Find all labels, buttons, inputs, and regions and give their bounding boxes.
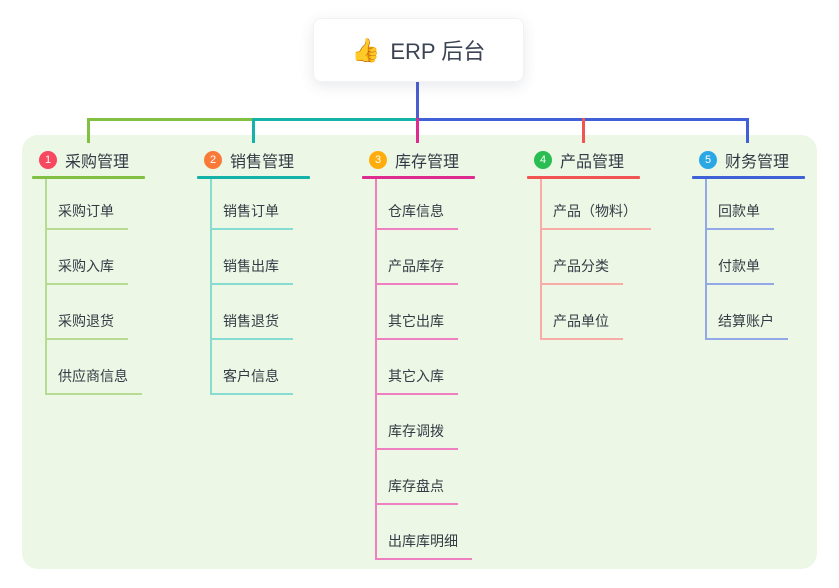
child-node[interactable]: 出库库明细: [377, 505, 472, 560]
branch-header[interactable]: 1 采购管理: [32, 143, 192, 176]
thumbs-up-icon: 👍: [351, 36, 381, 63]
branch-label: 库存管理: [395, 153, 460, 171]
branch-number-badge: 3: [369, 150, 387, 169]
child-node[interactable]: 回款单: [707, 179, 774, 230]
branch-number-badge: 5: [699, 150, 717, 169]
branch-children: 仓库信息产品库存其它出库其它入库库存调拨库存盘点出库库明细: [375, 179, 522, 560]
branch-label: 采购管理: [65, 153, 130, 171]
trunk-segment-green: [87, 118, 255, 121]
branches-panel: [22, 135, 817, 569]
child-node[interactable]: 产品分类: [542, 230, 623, 285]
branch-number-badge: 4: [534, 150, 552, 169]
branch-underline: [362, 176, 475, 179]
branch-header[interactable]: 3 库存管理: [362, 143, 522, 176]
trunk-segment-teal: [252, 118, 420, 121]
child-node[interactable]: 销售出库: [212, 230, 293, 285]
child-node[interactable]: 仓库信息: [377, 179, 458, 230]
root-node[interactable]: 👍 ERP 后台: [313, 18, 524, 82]
branch-label: 产品管理: [560, 153, 625, 171]
branch-column: 5 财务管理回款单付款单结算账户: [692, 143, 839, 340]
branch-drop-line: [416, 118, 419, 143]
branch-children: 产品（物料）产品分类产品单位: [540, 179, 687, 340]
branch-drop-line: [582, 118, 585, 143]
branch-underline: [692, 176, 805, 179]
child-node[interactable]: 采购退货: [47, 285, 128, 340]
branch-column: 2 销售管理销售订单销售出库销售退货客户信息: [197, 143, 357, 395]
child-node[interactable]: 其它入库: [377, 340, 458, 395]
child-node[interactable]: 销售退货: [212, 285, 293, 340]
child-node[interactable]: 库存盘点: [377, 450, 458, 505]
branch-header[interactable]: 4 产品管理: [527, 143, 687, 176]
branch-underline: [32, 176, 145, 179]
branch-number-badge: 2: [204, 150, 222, 169]
child-node[interactable]: 供应商信息: [47, 340, 142, 395]
branch-drop-line: [87, 118, 90, 143]
branch-label: 财务管理: [725, 153, 790, 171]
branch-children: 销售订单销售出库销售退货客户信息: [210, 179, 357, 395]
branch-column: 1 采购管理采购订单采购入库采购退货供应商信息: [32, 143, 192, 395]
root-label: ERP 后台: [390, 39, 486, 64]
child-node[interactable]: 采购订单: [47, 179, 128, 230]
child-node[interactable]: 付款单: [707, 230, 774, 285]
branch-drop-line: [252, 118, 255, 143]
root-connector-line: [416, 82, 419, 121]
child-node[interactable]: 其它出库: [377, 285, 458, 340]
child-node[interactable]: 客户信息: [212, 340, 293, 395]
child-node[interactable]: 库存调拨: [377, 395, 458, 450]
branch-drop-line: [746, 118, 749, 143]
branch-children: 采购订单采购入库采购退货供应商信息: [45, 179, 192, 395]
branch-underline: [527, 176, 640, 179]
child-node[interactable]: 采购入库: [47, 230, 128, 285]
child-node[interactable]: 产品（物料）: [542, 179, 651, 230]
branch-number-badge: 1: [39, 150, 57, 169]
child-node[interactable]: 结算账户: [707, 285, 788, 340]
branch-header[interactable]: 5 财务管理: [692, 143, 839, 176]
branch-column: 3 库存管理仓库信息产品库存其它出库其它入库库存调拨库存盘点出库库明细: [362, 143, 522, 560]
child-node[interactable]: 产品单位: [542, 285, 623, 340]
branch-column: 4 产品管理产品（物料）产品分类产品单位: [527, 143, 687, 340]
branch-underline: [197, 176, 310, 179]
child-node[interactable]: 销售订单: [212, 179, 293, 230]
branch-children: 回款单付款单结算账户: [705, 179, 839, 340]
branch-header[interactable]: 2 销售管理: [197, 143, 357, 176]
child-node[interactable]: 产品库存: [377, 230, 458, 285]
branch-label: 销售管理: [230, 153, 295, 171]
